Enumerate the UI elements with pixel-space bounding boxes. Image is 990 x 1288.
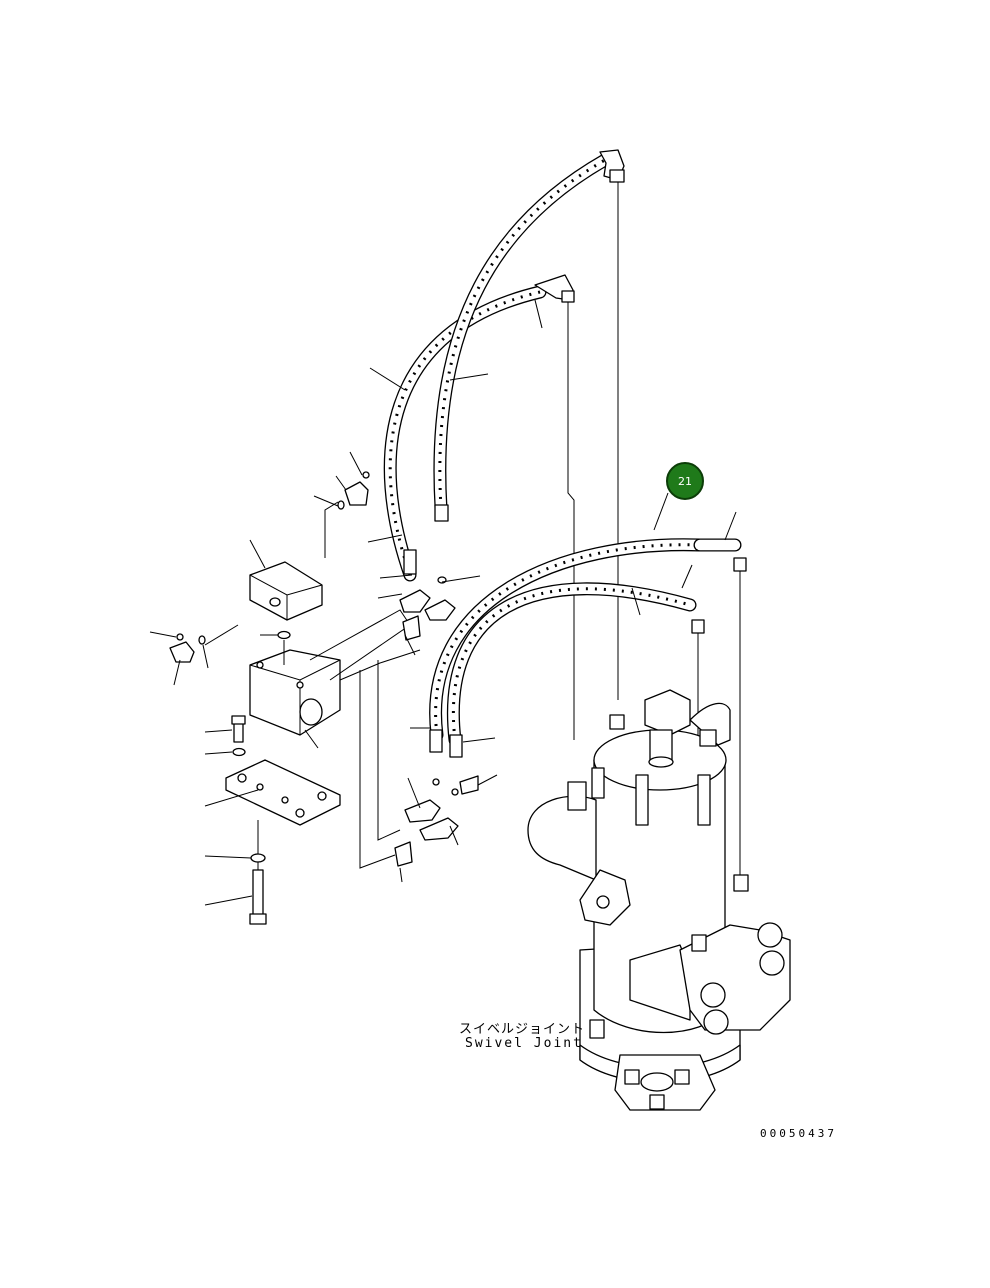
callout-leaders [149,299,737,906]
leader-cover-to-block [324,501,339,558]
washer-3 [277,630,291,640]
drawing-number: 00050437 [760,1127,837,1140]
nut-top-2 [561,290,575,303]
tube-1 [309,609,411,681]
adapter-fitting-3 [404,799,441,823]
oring-4 [176,633,184,641]
oring-3 [437,576,447,584]
mounting-plate [225,759,341,826]
tube-2 [377,660,401,841]
cover-block [249,561,323,621]
adapter-fitting-1 [399,589,431,613]
elbow-fitting-1 [344,481,369,506]
swivel-joint-body [527,689,791,1111]
small-bolt-head [231,715,246,725]
long-bolt [252,869,264,919]
tube-3 [359,670,396,869]
oring-2 [198,635,206,645]
hose-end-fitting-2 [403,549,417,575]
tag-2 [459,775,479,795]
oring-7 [451,788,459,796]
callout-number: 21 [678,474,692,488]
nut-top-1 [609,169,625,183]
long-bolt-head [249,913,267,925]
washer-2 [232,747,246,757]
hose-end-lower-2 [449,734,463,758]
oring-5 [362,471,370,479]
hose-upper-right [433,153,612,515]
washer-1 [250,853,266,863]
tag-3 [394,841,413,867]
component-label-en: Swivel Joint [465,1036,583,1051]
adapter-fitting-4 [419,817,459,841]
oring-6 [432,778,440,786]
hose-end-fitting-1 [434,504,449,522]
oring-1 [337,500,345,510]
adapter-fitting-2 [424,599,456,621]
leader-elbow-to-block [204,624,239,646]
tag-1 [402,615,421,641]
hose-lower-right [447,582,697,747]
hose-lower-left [429,538,742,742]
callout-21[interactable]: 21 [666,462,704,500]
nut-lower-2 [691,619,705,634]
leader-vertical-2 [567,302,575,740]
hose-upper-left [383,285,547,582]
component-label-jp: スイベルジョイント [459,1022,586,1037]
valve-block [249,649,421,736]
hose-end-lower-1 [429,729,443,753]
nut-lower-1 [733,557,747,572]
elbow-fitting-2 [169,641,195,663]
